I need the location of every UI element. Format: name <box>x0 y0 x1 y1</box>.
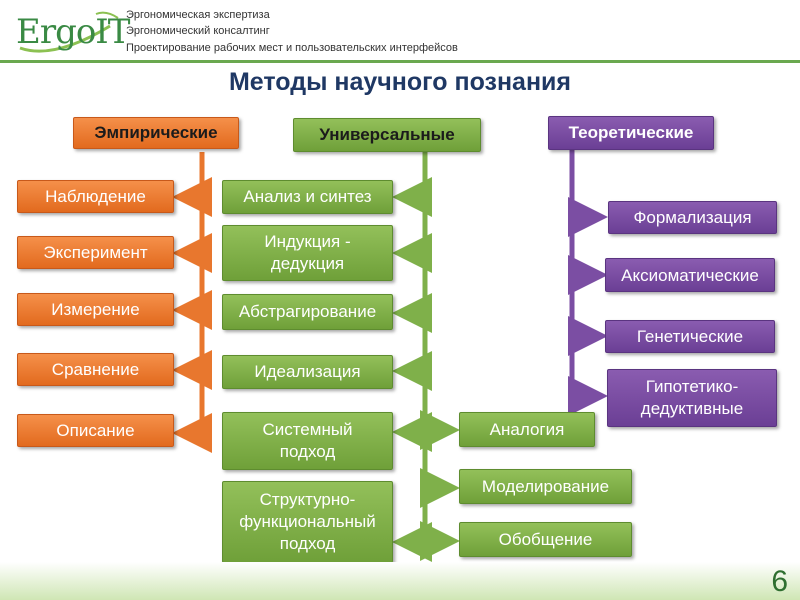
theoretical-item: Генетические <box>605 320 775 353</box>
page-title: Методы научного познания <box>228 68 572 96</box>
header-line-1: Эргономическая экспертиза <box>126 9 270 21</box>
empirical-item: Наблюдение <box>17 180 174 213</box>
empirical-item: Сравнение <box>17 353 174 386</box>
theoretical-item-label: Аксиоматические <box>621 266 759 285</box>
logo-swoosh-icon <box>19 11 119 53</box>
universal-connectors <box>392 152 460 562</box>
theoretical-item-label: Генетические <box>636 326 744 346</box>
universal-item: Идеализация <box>222 355 393 389</box>
universal-item: Структурно-функциональный подход <box>222 481 393 563</box>
empirical-item: Измерение <box>17 293 174 326</box>
ergoit-logo: ErgoIT <box>14 8 130 56</box>
empirical-header: Эмпирические <box>73 117 239 149</box>
empirical-item-label: Наблюдение <box>45 186 146 206</box>
universal-subitem-label: Моделирование <box>481 476 610 496</box>
universal-item-label: Абстрагирование <box>238 302 377 321</box>
empirical-item: Эксперимент <box>17 236 174 269</box>
theoretical-item-label: Гипотетико-дедуктивные <box>640 377 744 418</box>
universal-subitem: Аналогия <box>459 412 595 447</box>
universal-item: Абстрагирование <box>222 294 393 330</box>
theoretical-item: Формализация <box>608 201 777 234</box>
empirical-connectors <box>172 152 212 453</box>
logo-text: ErgoIT <box>16 12 130 52</box>
theoretical-item-label: Формализация <box>633 207 752 227</box>
universal-subitem: Обобщение <box>459 522 632 557</box>
empirical-item-label: Описание <box>56 420 135 440</box>
header: ErgoIT Эргономическая экспертиза Эргоном… <box>0 0 800 63</box>
empirical-item-label: Эксперимент <box>43 242 148 262</box>
empirical-item-label: Сравнение <box>51 359 140 379</box>
empirical-header-label: Эмпирические <box>94 123 218 142</box>
header-line-2: Эргономический консалтинг <box>126 25 270 37</box>
footer-band <box>0 562 800 600</box>
universal-item-label: Идеализация <box>254 362 361 381</box>
universal-item-label: Индукция - дедукция <box>264 232 351 273</box>
universal-item: Анализ и синтез <box>222 180 393 214</box>
empirical-item: Описание <box>17 414 174 447</box>
header-divider <box>0 60 800 63</box>
universal-item-label: Структурно-функциональный подход <box>239 490 376 553</box>
universal-item: Системный подход <box>222 412 393 470</box>
empirical-item-label: Измерение <box>51 299 140 319</box>
universal-header: Универсальные <box>293 118 481 152</box>
universal-item-label: Системный подход <box>262 420 353 461</box>
page-number: 6 <box>771 565 788 598</box>
universal-subitem-label: Обобщение <box>498 529 593 549</box>
theoretical-header-label: Теоретические <box>568 123 694 142</box>
universal-item-label: Анализ и синтез <box>243 187 372 206</box>
universal-item: Индукция - дедукция <box>222 225 393 281</box>
universal-subitem-label: Аналогия <box>489 419 565 439</box>
universal-header-label: Универсальные <box>319 125 455 144</box>
universal-subitem: Моделирование <box>459 469 632 504</box>
theoretical-item: Гипотетико-дедуктивные <box>607 369 777 427</box>
header-line-3: Проектирование рабочих мест и пользовате… <box>126 42 458 54</box>
theoretical-item: Аксиоматические <box>605 258 775 292</box>
theoretical-header: Теоретические <box>548 116 714 150</box>
theoretical-connectors <box>568 150 608 416</box>
